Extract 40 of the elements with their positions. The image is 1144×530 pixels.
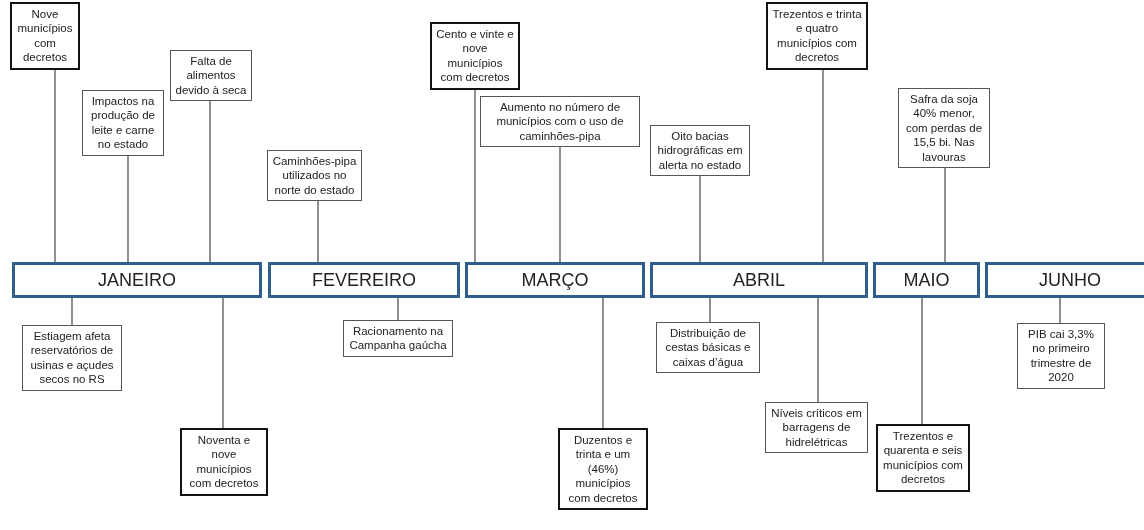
event-box: Trezentos e quarenta e seis municípios com decretos — [876, 424, 970, 492]
connector-line — [71, 297, 73, 326]
event-box: Duzentos e trinta e um (46%) municípios com decretos — [558, 428, 648, 510]
event-box: Noventa e nove municípios com decretos — [180, 428, 268, 496]
event-box: Aumento no número de municípios com o uso de caminhões-pipa — [480, 96, 640, 148]
connector-line — [317, 200, 319, 263]
connector-line — [602, 297, 604, 429]
connector-line — [699, 175, 701, 263]
event-box: Distribuição de cestas básicas e caixas d’água — [656, 322, 760, 374]
connector-line — [709, 297, 711, 323]
event-box: Nove municípios com decretos — [10, 2, 80, 70]
month-box: FEVEREIRO — [268, 262, 460, 298]
event-box: Impactos na produção de leite e carne no estado — [82, 90, 164, 156]
month-box: MAIO — [873, 262, 980, 298]
connector-line — [474, 89, 476, 263]
month-box: JUNHO — [985, 262, 1144, 298]
connector-line — [944, 167, 946, 263]
connector-line — [222, 297, 224, 429]
event-box: Estiagem afeta reservatórios de usinas e açudes secos no RS — [22, 325, 122, 391]
event-box: Trezentos e trinta e quatro municípios com decretos — [766, 2, 868, 70]
connector-line — [1059, 297, 1061, 324]
event-box: Cento e vinte e nove municípios com decretos — [430, 22, 520, 90]
connector-line — [127, 155, 129, 263]
connector-line — [559, 146, 561, 263]
connector-line — [54, 69, 56, 263]
event-box: Caminhões-pipa utilizados no norte do estado — [267, 150, 362, 202]
month-box: ABRIL — [650, 262, 868, 298]
month-box: JANEIRO — [12, 262, 262, 298]
event-box: Safra da soja 40% menor, com perdas de 15,5 bi. Nas lavouras — [898, 88, 990, 168]
connector-line — [817, 297, 819, 403]
event-box: Falta de alimentos devido à seca — [170, 50, 252, 102]
connector-line — [209, 100, 211, 263]
connector-line — [397, 297, 399, 321]
event-box: PIB cai 3,3% no primeiro trimestre de 2020 — [1017, 323, 1105, 389]
connector-line — [822, 69, 824, 263]
event-box: Oito bacias hidrográficas em alerta no estado — [650, 125, 750, 177]
month-box: MARÇO — [465, 262, 645, 298]
event-box: Níveis críticos em barragens de hidrelétricas — [765, 402, 868, 454]
event-box: Racionamento na Campanha gaúcha — [343, 320, 453, 357]
connector-line — [921, 297, 923, 425]
